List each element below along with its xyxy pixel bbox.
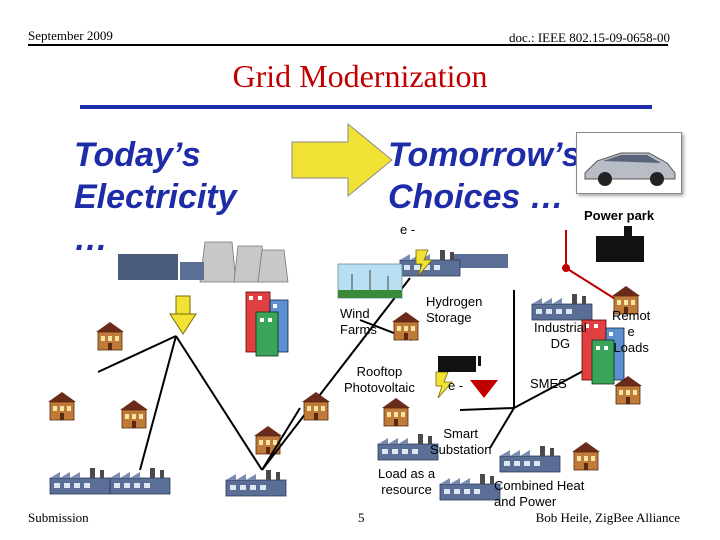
house-icon <box>301 391 331 421</box>
footer-submission: Submission <box>28 510 89 525</box>
label-smes: SMES <box>530 376 567 391</box>
house-icon <box>391 311 421 341</box>
label-chp: Combined Heat and Power <box>494 478 585 509</box>
down-arrow-icon <box>169 313 197 335</box>
label-hydrogen-storage: Hydrogen Storage <box>426 294 483 325</box>
node-dot <box>562 264 570 272</box>
label-rooftop-pv: Rooftop Photovoltaic <box>344 364 415 395</box>
footer-author: Bob Heile, ZigBee Alliance <box>535 510 680 525</box>
header-date: September 2009 <box>28 28 113 43</box>
factory-icon <box>49 467 111 495</box>
power-park-unit-icon <box>596 226 644 262</box>
house-icon <box>95 321 125 351</box>
smes-arrow-icon <box>470 380 498 398</box>
fuel-cell-icon <box>438 356 481 372</box>
house-icon <box>571 441 601 471</box>
office-buildings-icon <box>245 291 289 357</box>
header-doc-id: doc.: IEEE 802.15-09-0658-00 <box>508 30 670 45</box>
label-wind-farms: Wind Farms <box>340 306 377 337</box>
electric-car-image <box>576 132 682 194</box>
slide-title: Grid Modernization <box>232 58 488 94</box>
label-load-resource: Load as a resource <box>378 466 436 497</box>
heading-today: Today’s Electricity … <box>74 136 237 258</box>
label-industrial-dg: Industrial DG <box>534 320 587 351</box>
microgrid-lines <box>565 230 621 303</box>
house-icon <box>119 399 149 429</box>
industrial-factory-icon <box>531 293 593 321</box>
label-smart-substation: Smart Substation <box>430 426 492 457</box>
factory-icon <box>109 467 171 495</box>
label-remote-loads: Remot e Loads <box>612 308 651 355</box>
factory-icon <box>225 469 287 497</box>
label-power-park: Power park <box>584 208 655 223</box>
factory-icon <box>499 445 561 473</box>
house-icon <box>381 397 411 427</box>
heading-tomorrow: Tomorrow’s Choices … <box>388 136 581 216</box>
house-icon <box>47 391 77 421</box>
factory-icon <box>439 473 501 501</box>
factory-icon <box>399 249 461 277</box>
transition-arrow <box>291 122 393 198</box>
substation-top <box>454 254 508 268</box>
wind-farm <box>337 263 403 299</box>
footer-page-number: 5 <box>358 510 365 525</box>
power-plant <box>118 241 289 283</box>
header-rule <box>28 44 668 46</box>
label-electron-top: e - <box>400 222 416 237</box>
label-electron-mid: e - <box>448 378 464 393</box>
title-rule <box>80 105 652 109</box>
factory-icon <box>377 433 439 461</box>
